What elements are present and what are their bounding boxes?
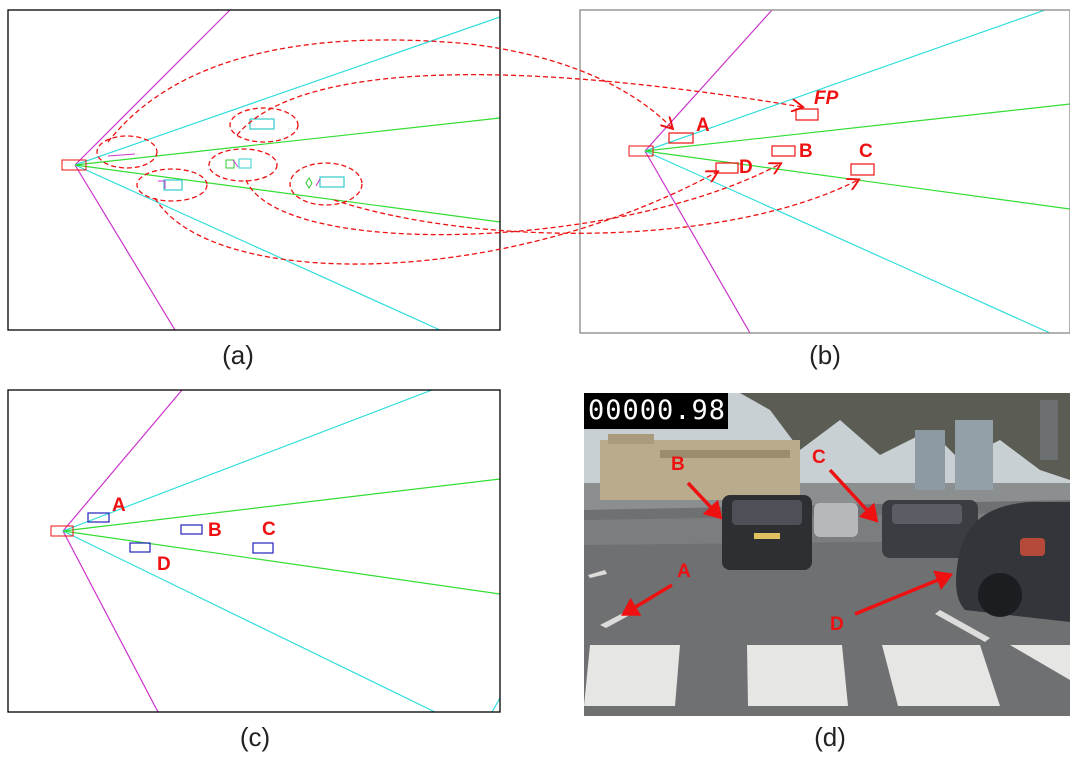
panel-b: A FP B D C xyxy=(579,9,1070,334)
label-d-C: C xyxy=(812,447,826,468)
label-d-A: A xyxy=(677,561,691,582)
caption-c: (c) xyxy=(239,722,271,752)
label-c-C: C xyxy=(262,519,276,540)
panel-a xyxy=(7,9,501,331)
timestamp-overlay: 00000.98 xyxy=(584,393,728,429)
label-b-B: B xyxy=(799,141,813,162)
association-arrows xyxy=(107,39,858,265)
caption-b: (b) xyxy=(809,340,841,370)
panel-c: A B C D xyxy=(7,389,501,713)
label-d-D: D xyxy=(830,614,844,635)
label-b-C: C xyxy=(859,141,873,162)
caption-a: (a) xyxy=(222,340,254,370)
label-c-B: B xyxy=(208,520,222,541)
label-c-A: A xyxy=(112,495,126,516)
label-b-D: D xyxy=(739,157,753,178)
label-c-D: D xyxy=(157,554,171,575)
label-d-B: B xyxy=(671,454,685,475)
label-b-A: A xyxy=(696,115,710,136)
label-b-FP: FP xyxy=(814,88,839,109)
caption-d: (d) xyxy=(814,722,846,752)
panel-d-camera-image: B C A D xyxy=(584,393,1070,716)
